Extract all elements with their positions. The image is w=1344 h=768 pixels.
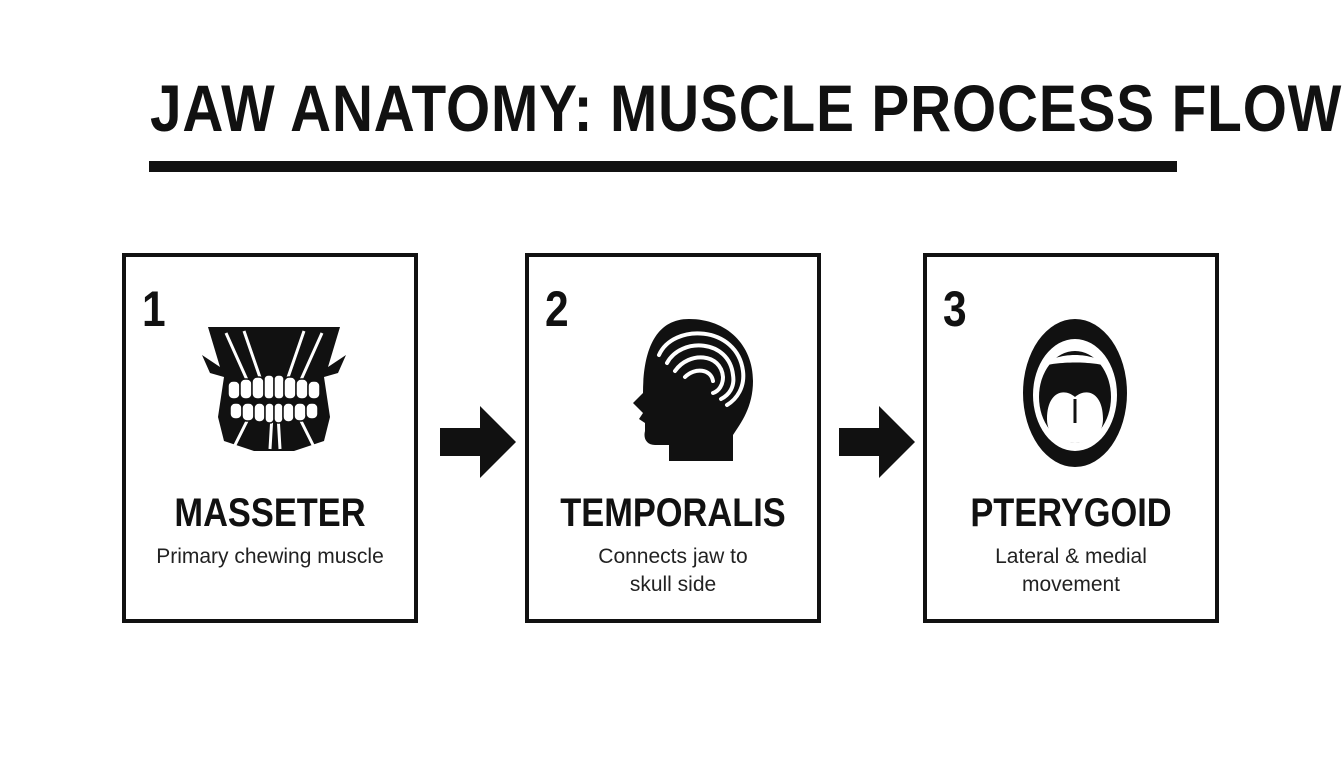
head-profile-icon [633,319,753,461]
title-underline [149,161,1177,172]
step-card-masseter: 1 MASSETER Primary chewing m [122,253,418,623]
page-title: JAW ANATOMY: MUSCLE PROCESS FLOW [150,71,1343,145]
muscle-name: MASSETER [174,491,366,535]
open-mouth-icon [1023,319,1127,467]
muscle-name: TEMPORALIS [560,491,786,535]
muscle-description: Primary chewing muscle [156,545,384,568]
step-card-temporalis: 2 TEMPORALIS Connects jaw to skull side [525,253,821,623]
jaw-teeth-icon [202,327,346,451]
step-card-pterygoid: 3 PTERYGOID Lateral & medial movement [923,253,1219,623]
muscle-description: Connects jaw to skull side [598,545,748,596]
muscle-name: PTERYGOID [970,491,1172,535]
arrow-right-icon [440,406,516,478]
muscle-description: Lateral & medial movement [995,545,1147,596]
arrow-right-icon [839,406,915,478]
step-number: 2 [545,281,569,337]
step-number: 1 [142,281,166,337]
step-number: 3 [943,281,967,337]
